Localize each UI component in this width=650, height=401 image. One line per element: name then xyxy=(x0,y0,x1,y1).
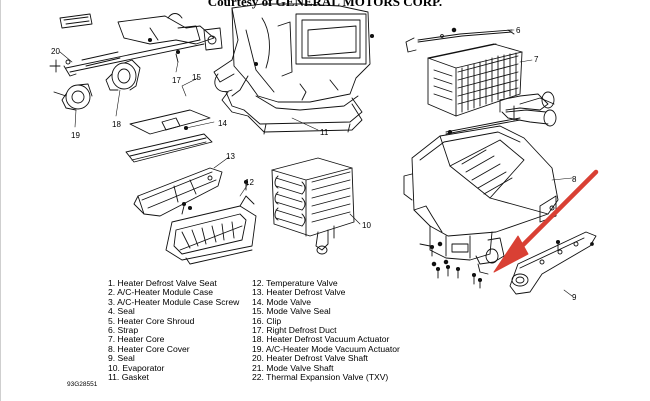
callout-6: 6 xyxy=(516,26,521,35)
callout-18: 18 xyxy=(112,120,121,129)
seal-9 xyxy=(509,231,597,295)
legend-item: 22. Thermal Expansion Valve (TXV) xyxy=(252,372,389,383)
callout-8: 8 xyxy=(572,175,577,184)
red-indicator-arrow xyxy=(493,169,599,273)
diagram-header: Courtesy of GENERAL MOTORS CORP. xyxy=(207,0,443,9)
legend-item: 4. Seal xyxy=(108,306,135,317)
module-case xyxy=(213,3,375,135)
callout-10: 10 xyxy=(362,221,371,230)
callout-14: 14 xyxy=(218,119,227,128)
frame-edge xyxy=(0,0,1,401)
callout-11: 11 xyxy=(320,128,329,137)
callout-7: 7 xyxy=(534,55,539,64)
evaporator xyxy=(271,157,355,255)
legend-item: 10. Evaporator xyxy=(108,362,165,373)
callout-20: 20 xyxy=(51,47,60,56)
legend-item: 17. Right Defrost Duct xyxy=(252,325,337,336)
legend-column-right: 12. Temperature Valve 13. Heater Defrost… xyxy=(252,278,400,383)
legend-item: 12. Temperature Valve xyxy=(252,278,338,288)
legend-item: 6. Strap xyxy=(108,325,139,336)
legend-item: 13. Heater Defrost Valve xyxy=(252,287,346,298)
temperature-valve xyxy=(165,195,257,265)
legend-item: 19. A/C-Heater Mode Vacuum Actuator xyxy=(252,343,400,354)
mode-valve xyxy=(125,133,213,163)
legend-item: 7. Heater Core xyxy=(108,334,165,345)
vacuum-actuators-group xyxy=(49,13,223,111)
legend-column-left: 1. Heater Defrost Valve Seat 2. A/C-Heat… xyxy=(108,278,240,383)
legend-item: 3. A/C-Heater Module Case Screw xyxy=(108,296,240,307)
legend-item: 15. Mode Valve Seal xyxy=(252,306,331,317)
heater-core-shroud xyxy=(403,125,561,289)
callout-17: 17 xyxy=(172,76,181,85)
mode-valve-seal xyxy=(129,109,211,135)
straps xyxy=(405,27,521,135)
leader-lines xyxy=(59,29,573,297)
screws xyxy=(183,125,594,285)
callout-12: 12 xyxy=(245,178,254,187)
legend-item: 2. A/C-Heater Module Case xyxy=(108,287,214,298)
legend-item: 20. Heater Defrost Valve Shaft xyxy=(252,353,368,364)
heater-defrost-valve xyxy=(133,167,223,217)
legend-item: 18. Heater Defrost Vacuum Actuator xyxy=(252,334,390,345)
legend-item: 9. Seal xyxy=(108,353,135,364)
callout-13: 13 xyxy=(226,152,235,161)
callout-19: 19 xyxy=(71,131,80,140)
legend-item: 1. Heater Defrost Valve Seat xyxy=(108,278,217,288)
legend-item: 5. Heater Core Shroud xyxy=(108,315,195,326)
legend-item: 11. Gasket xyxy=(108,372,149,383)
figure-id: 93G28551 xyxy=(67,381,98,388)
legend-item: 14. Mode Valve xyxy=(252,296,312,307)
callout-15: 15 xyxy=(192,73,201,82)
callout-labels: 20 19 18 17 15 14 13 12 11 10 6 7 8 9 xyxy=(51,26,577,302)
legend-item: 21. Mode Valve Shaft xyxy=(252,362,334,373)
gasket xyxy=(221,91,363,133)
legend-item: 16. Clip xyxy=(252,315,282,326)
heater-core xyxy=(427,43,557,127)
callout-9: 9 xyxy=(572,293,577,302)
legend-item: 8. Heater Core Cover xyxy=(108,343,190,354)
